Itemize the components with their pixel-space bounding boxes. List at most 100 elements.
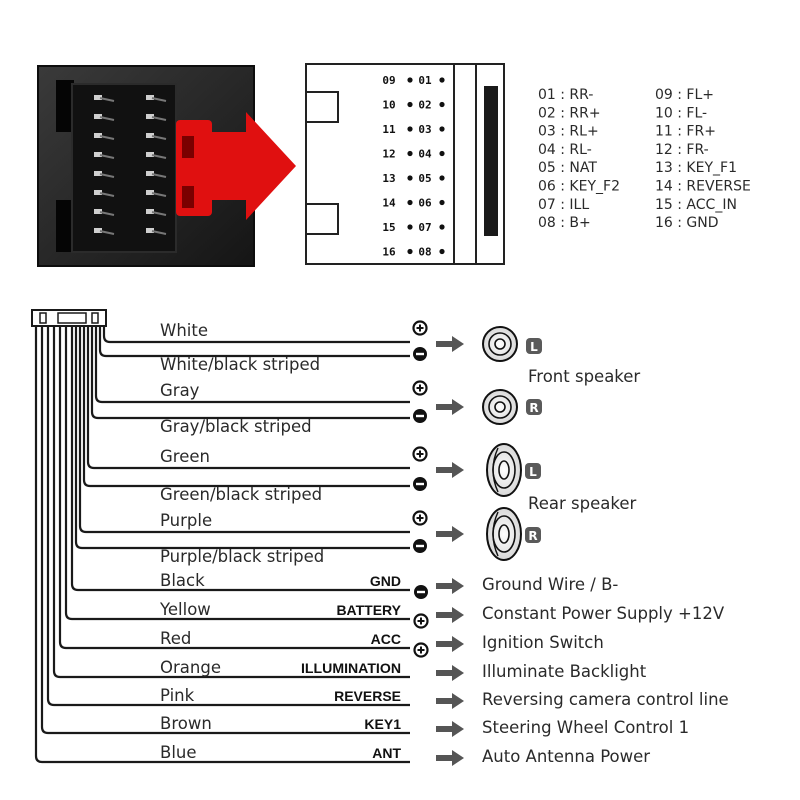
svg-text:L: L — [529, 465, 537, 479]
schematic-pin-label: 03 — [418, 123, 431, 136]
pin-legend-entry: 03 : RL+ — [538, 124, 599, 140]
svg-text:L: L — [530, 340, 538, 354]
schematic-pin-label: 02 — [418, 99, 431, 112]
red-arrow-icon — [206, 112, 296, 220]
wire-description: Ignition Switch — [482, 633, 604, 652]
wire-harness — [31, 309, 410, 764]
arrow-icon — [436, 693, 464, 709]
rear-speaker-icon — [486, 507, 522, 561]
wire-description: Illuminate Backlight — [482, 662, 647, 681]
connector-pin — [94, 228, 102, 233]
connector-pin — [146, 209, 154, 214]
power-wire — [34, 326, 410, 764]
pin-legend-entry: 10 : FL- — [655, 105, 707, 121]
pin-dot-icon — [407, 150, 413, 157]
plus-icon — [413, 613, 429, 629]
speaker-wire — [74, 326, 410, 550]
schematic-pin-label: 08 — [418, 246, 431, 259]
wire-function-label: REVERSE — [334, 688, 401, 704]
wire-color-label: Brown — [160, 714, 212, 733]
minus-icon — [413, 539, 427, 553]
minus-icon — [414, 585, 428, 599]
arrow-icon — [436, 636, 464, 652]
schematic-pin-label: 14 — [382, 197, 396, 210]
schematic-pin-label: 01 — [418, 74, 432, 87]
speaker-wire — [94, 326, 410, 404]
connector-pin — [146, 171, 154, 176]
speaker-wire — [78, 326, 410, 534]
schematic-pin-label: 10 — [382, 99, 395, 112]
wire-color-label: Black — [160, 571, 205, 590]
pin-legend-entry: 06 : KEY_F2 — [538, 179, 620, 195]
connector-pin — [146, 114, 154, 119]
wire-color-label: Pink — [160, 686, 195, 705]
minus-icon — [413, 409, 427, 423]
front-speaker-label: Front speaker — [528, 367, 640, 386]
connector-pin — [146, 152, 154, 157]
connector-pin — [94, 171, 102, 176]
plus-icon — [412, 320, 428, 336]
speaker-wire — [98, 326, 410, 358]
plus-icon — [412, 446, 428, 462]
pin-legend-entry: 07 : ILL — [538, 197, 589, 213]
connector-pin — [146, 190, 154, 195]
connector-pin — [146, 133, 154, 138]
power-wire — [40, 326, 410, 735]
arrow-icon — [436, 607, 464, 623]
svg-text:R: R — [529, 401, 538, 415]
speaker-wire — [82, 326, 410, 488]
wire-color-label: Purple — [160, 511, 212, 530]
wire-color-label: Blue — [160, 743, 197, 762]
wire-color-label: White/black striped — [160, 355, 320, 374]
pin-dot-icon — [407, 175, 413, 181]
schematic-pin-label: 05 — [418, 172, 431, 185]
channel-badge: L — [526, 338, 542, 354]
pin-dot-icon — [439, 224, 445, 230]
wire-description: Reversing camera control line — [482, 690, 729, 709]
pin-legend-entry: 01 : RR- — [538, 87, 593, 103]
schematic-pin-label: 11 — [382, 123, 396, 136]
minus-icon — [413, 477, 427, 491]
pin-dot-icon — [439, 175, 445, 181]
wire-function-label: BATTERY — [336, 602, 401, 618]
schematic-pin-label: 06 — [418, 197, 432, 210]
pin-dot-icon — [439, 101, 445, 108]
schematic-pin-label: 07 — [418, 221, 431, 234]
pin-dot-icon — [407, 77, 413, 83]
schematic-pin-label: 04 — [418, 148, 432, 161]
arrow-icon — [436, 526, 464, 542]
pin-legend: 01 : RR-02 : RR+03 : RL+04 : RL-05 : NAT… — [538, 87, 751, 231]
pin-legend-entry: 16 : GND — [655, 215, 719, 231]
arrow-icon — [436, 336, 464, 352]
arrow-icon — [436, 750, 464, 766]
wire-description: Auto Antenna Power — [482, 747, 650, 766]
pin-dot-icon — [407, 126, 413, 132]
front-speaker-icon — [482, 326, 518, 362]
pin-legend-entry: 05 : NAT — [538, 160, 597, 176]
schematic-pin-label: 09 — [382, 74, 395, 87]
rear-speaker-label: Rear speaker — [528, 494, 636, 513]
wire-color-label: Green/black striped — [160, 485, 322, 504]
plus-icon — [412, 510, 428, 526]
power-wire — [58, 326, 410, 650]
front-speaker-icon — [482, 389, 518, 425]
speaker-wire — [90, 326, 410, 420]
pin-legend-entry: 12 : FR- — [655, 142, 709, 158]
pin-dot-icon — [439, 77, 445, 83]
pin-legend-entry: 14 : REVERSE — [655, 179, 751, 195]
connector-pin — [94, 133, 102, 138]
wire-color-label: Yellow — [159, 600, 211, 619]
wire-color-label: Gray — [160, 381, 200, 400]
wire-function-label: ANT — [372, 745, 401, 761]
pin-legend-entry: 04 : RL- — [538, 142, 592, 158]
speaker-wire — [102, 326, 410, 344]
channel-badge: R — [526, 399, 542, 415]
wire-color-label: Gray/black striped — [160, 417, 312, 436]
power-wire — [52, 326, 410, 679]
pin-legend-entry: 15 : ACC_IN — [655, 197, 737, 213]
